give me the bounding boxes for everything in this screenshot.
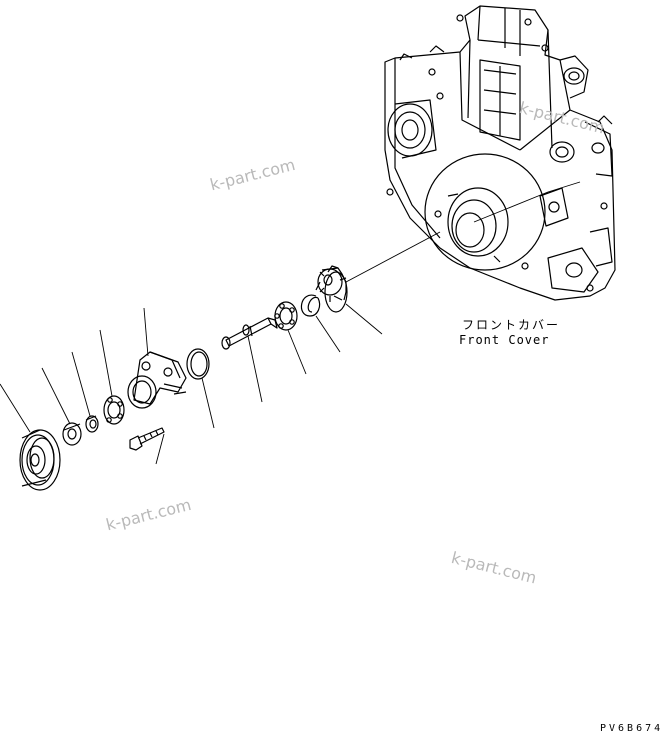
leader-spacer xyxy=(41,367,71,425)
o-ring xyxy=(186,348,210,380)
snap-ring xyxy=(300,294,321,317)
bearing-lower xyxy=(103,395,125,425)
bearing-housing xyxy=(127,351,187,409)
assembly-center-line-2 xyxy=(473,181,581,223)
leader-shaft xyxy=(247,335,263,403)
pulley xyxy=(19,429,61,491)
bearing-upper xyxy=(274,301,298,331)
front-cover-housing xyxy=(384,5,616,301)
drawing-number: PV6B674 xyxy=(600,723,664,734)
front-cover-label-en: Front Cover xyxy=(459,333,550,347)
leader-collar xyxy=(71,351,91,417)
assembly-center-line xyxy=(345,231,441,283)
collar xyxy=(85,415,99,433)
leader-gear xyxy=(345,303,383,335)
shaft xyxy=(221,317,278,350)
spacer xyxy=(62,422,82,446)
leader-housing xyxy=(143,307,149,357)
bolt xyxy=(129,427,165,451)
leader-bearing-lower xyxy=(99,329,113,397)
gear xyxy=(315,265,348,313)
leader-bearing-upper xyxy=(287,329,307,375)
leader-lines xyxy=(0,303,383,465)
leader-o-ring xyxy=(201,377,215,429)
leader-bolt xyxy=(155,433,165,465)
front-cover-label-jp: フロントカバー xyxy=(462,318,561,332)
leader-snap-ring xyxy=(315,315,341,353)
leader-pulley xyxy=(0,383,31,433)
